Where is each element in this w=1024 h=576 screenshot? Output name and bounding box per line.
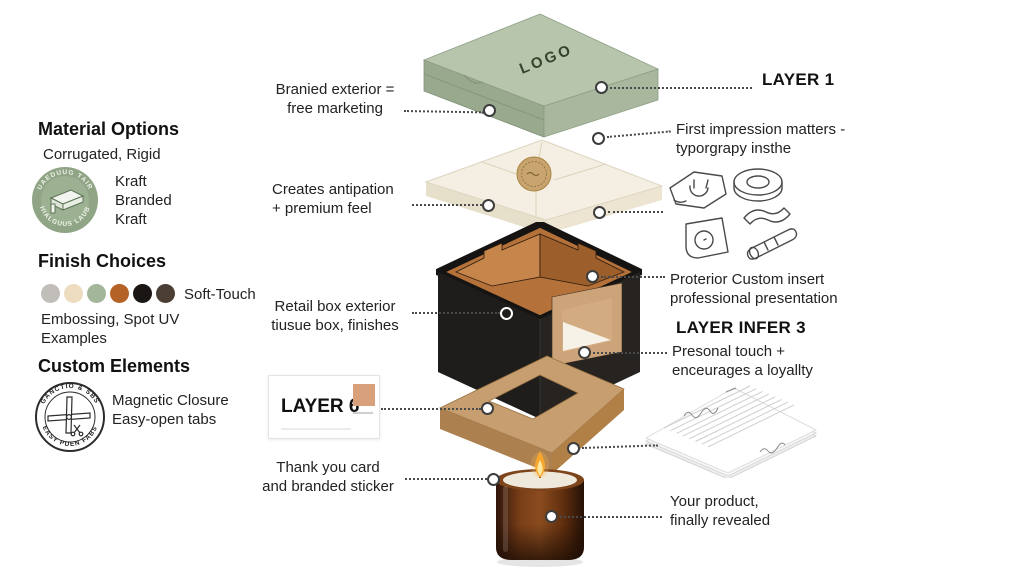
marker-layer1	[595, 81, 608, 94]
marker-product	[545, 510, 558, 523]
leader-tissue-right	[608, 211, 663, 213]
leader-window	[601, 276, 665, 278]
swatch-black	[133, 284, 152, 303]
material-item: Kraft	[115, 173, 147, 190]
finish-swatches	[41, 284, 179, 308]
callout-layer-1: LAYER 1	[762, 70, 835, 89]
material-badge-icon: UAEDUUG TAIR HIALGUUS LAUB	[32, 167, 98, 233]
box-window	[551, 282, 623, 367]
callout-custom-insert: Proterior Custom insert professional pre…	[670, 271, 838, 307]
leader-layer1	[610, 87, 752, 89]
soft-touch-label: Soft-Touch	[184, 286, 256, 303]
layer-6-card: LAYER 6	[268, 375, 380, 439]
handwriting-script	[683, 387, 786, 454]
marker-frame-cards	[567, 442, 580, 455]
packing-supplies-icons	[669, 168, 798, 260]
leader-personal-touch	[593, 352, 667, 354]
marker-branded	[483, 104, 496, 117]
sticker-sheet-icon	[685, 217, 729, 259]
swatch-brown	[156, 284, 175, 303]
box-plank-glyph	[49, 189, 85, 214]
paper-roll-icon	[746, 228, 798, 260]
finish-desc-1: Embossing, Spot UV	[41, 311, 180, 328]
finish-choices-title: Finish Choices	[38, 251, 167, 271]
callout-your-product: Your product, finally revealed	[670, 493, 771, 529]
callout-layer-3: LAYER INFER 3	[676, 318, 806, 337]
marker-layer6	[481, 402, 494, 415]
swatch-sage	[87, 284, 106, 303]
cross-tabs-glyph	[47, 396, 91, 437]
marker-tissue-right	[593, 206, 606, 219]
leader-retail	[412, 312, 500, 314]
callout-retail-box: Retail box exterior tiusue box, finishes	[271, 298, 399, 334]
custom-line-1: Magnetic Closure	[112, 392, 229, 409]
leader-thank-you	[405, 478, 487, 480]
material-item: Kraft	[115, 211, 147, 228]
leader-layer6	[381, 408, 481, 410]
swatch-rust	[110, 284, 129, 303]
marker-window	[586, 270, 599, 283]
material-options-title: Material Options	[38, 119, 180, 139]
custom-stamp-icon: GANCTIO & SBS EASY PDEN FABS	[35, 382, 105, 452]
material-options-subtitle: Corrugated, Rigid	[43, 146, 161, 163]
wax-seal-icon	[516, 156, 552, 192]
custom-line-2: Easy-open tabs	[112, 411, 217, 428]
callout-personal-touch: Presonal touch + enceurages a loyallty	[672, 343, 813, 379]
marker-retail	[500, 307, 513, 320]
green-lid-box: LOGO	[422, 13, 660, 138]
marker-personal-touch	[578, 346, 591, 359]
ribbon-icon	[743, 207, 791, 225]
thank-you-cards	[644, 385, 818, 478]
thumb-notch	[463, 74, 484, 84]
layer-6-label: LAYER 6	[281, 396, 360, 417]
marker-anticipation	[482, 199, 495, 212]
card-rule	[353, 412, 373, 414]
leader-product	[560, 516, 662, 518]
callout-thank-you: Thank you card and branded sticker	[262, 459, 394, 495]
card-rule	[281, 428, 351, 430]
finish-desc-2: Examples	[41, 330, 107, 347]
candle-product	[496, 451, 584, 567]
custom-elements-title: Custom Elements	[38, 356, 191, 376]
callout-anticipation: Creates antipation + premium feel	[272, 181, 394, 217]
marker-first-impression	[592, 132, 605, 145]
leader-anticipation	[412, 204, 482, 206]
card-sticker-swatch	[353, 384, 375, 406]
marker-thank-you	[487, 473, 500, 486]
swatch-gray	[41, 284, 60, 303]
tissue-paper-icon	[669, 171, 727, 209]
callout-first-impression: First impression matters - typorgrapy in…	[676, 121, 846, 157]
material-item: Branded	[115, 192, 172, 209]
callout-branded-exterior: Branied exterior = free marketing	[275, 81, 395, 117]
swatch-cream	[64, 284, 83, 303]
black-retail-box	[436, 222, 642, 419]
tape-roll-icon	[733, 168, 783, 202]
